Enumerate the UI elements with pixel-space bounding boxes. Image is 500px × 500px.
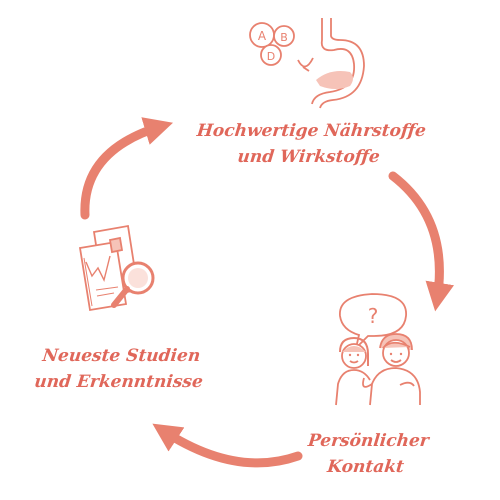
node-label-line: und Wirkstoffe: [236, 147, 381, 167]
node-label-line: Hochwertige Nährstoffe: [195, 121, 427, 141]
vitamin-d-letter: D: [267, 50, 275, 63]
arrow-right-to-left: [152, 423, 303, 468]
node-label-studies: Neueste Studien und Erkenntnisse: [17, 343, 222, 395]
node-label-line: und Erkenntnisse: [33, 372, 204, 392]
study-magnifier-icon: [78, 224, 155, 312]
arrow-left-to-top: [80, 117, 174, 220]
node-label-nutrients: Hochwertige Nährstoffe und Wirkstoffe: [177, 118, 442, 170]
arrow-top-to-right: [388, 171, 454, 312]
vitamins-stomach-icon: A B D: [249, 18, 365, 109]
node-label-line: Persönlicher: [306, 431, 430, 451]
node-label-line: Kontakt: [326, 457, 405, 477]
node-label-contact: Persönlicher Kontakt: [289, 428, 444, 480]
vitamin-a-letter: A: [258, 29, 267, 43]
node-label-line: Neueste Studien: [41, 346, 202, 366]
people-question-icon: ?: [335, 293, 421, 406]
question-mark: ?: [368, 304, 379, 328]
vitamin-b-letter: B: [280, 31, 288, 44]
